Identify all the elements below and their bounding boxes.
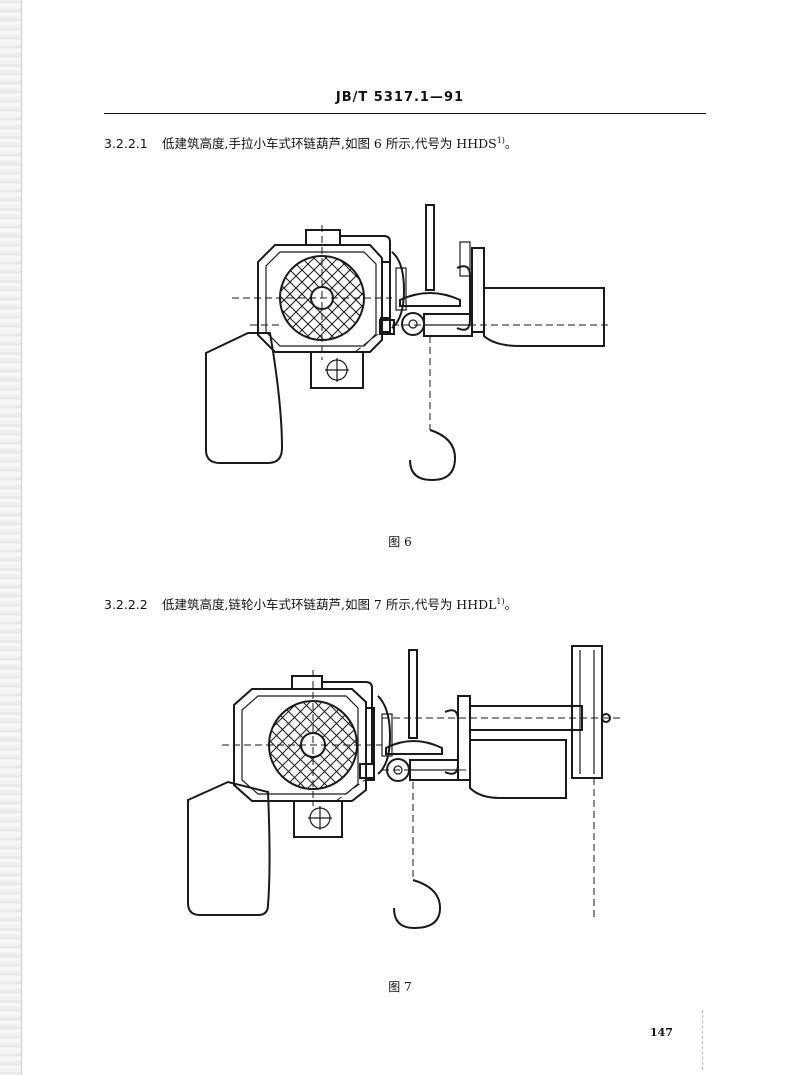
header-rule [104, 113, 706, 114]
clause-number: 3.2.2.1 [104, 136, 148, 151]
clause-number: 3.2.2.2 [104, 597, 148, 612]
page-header: JB/T 5317.1—91 [335, 90, 465, 105]
figure-6-caption: 图 6 [388, 535, 412, 549]
chain-bag [187, 780, 271, 916]
load-hook [409, 429, 457, 482]
clause-text: 低建筑高度,链轮小车式环链葫芦,如图 7 所示,代号为 HHDL [162, 597, 497, 612]
trolley-wheel [401, 312, 425, 336]
figure-7-caption: 图 7 [388, 980, 412, 994]
motor-cylinder [483, 287, 605, 347]
rail-beam [425, 204, 435, 291]
hoist-housing [257, 244, 383, 353]
load-hook [393, 879, 442, 930]
clause-end: 。 [504, 136, 518, 151]
clause-3-2-2-1: 3.2.2.1 低建筑高度,手拉小车式环链葫芦,如图 6 所示,代号为 HHDS1… [104, 133, 517, 152]
clause-3-2-2-2: 3.2.2.2 低建筑高度,链轮小车式环链葫芦,如图 7 所示,代号为 HHDL1… [104, 594, 517, 613]
scan-edge-left [0, 0, 22, 1075]
motor-cylinder [469, 739, 567, 799]
footnote-mark: 1) [496, 135, 505, 145]
scan-edge-line [21, 0, 22, 1075]
clause-end: 。 [504, 597, 518, 612]
chain-bag [205, 332, 284, 464]
page-number: 147 [650, 1026, 673, 1039]
figure-7-drawing [187, 645, 620, 930]
scan-edge-right [702, 1010, 704, 1070]
rail-beam [408, 649, 418, 739]
lower-motor-block [310, 351, 364, 389]
lower-motor-block [293, 800, 343, 838]
clause-text: 低建筑高度,手拉小车式环链葫芦,如图 6 所示,代号为 HHDS [162, 136, 497, 151]
footnote-mark: 1) [496, 596, 505, 606]
figure-6-drawing [205, 204, 608, 482]
geared-chain-wheel [571, 645, 603, 779]
hoist-housing [233, 688, 367, 802]
